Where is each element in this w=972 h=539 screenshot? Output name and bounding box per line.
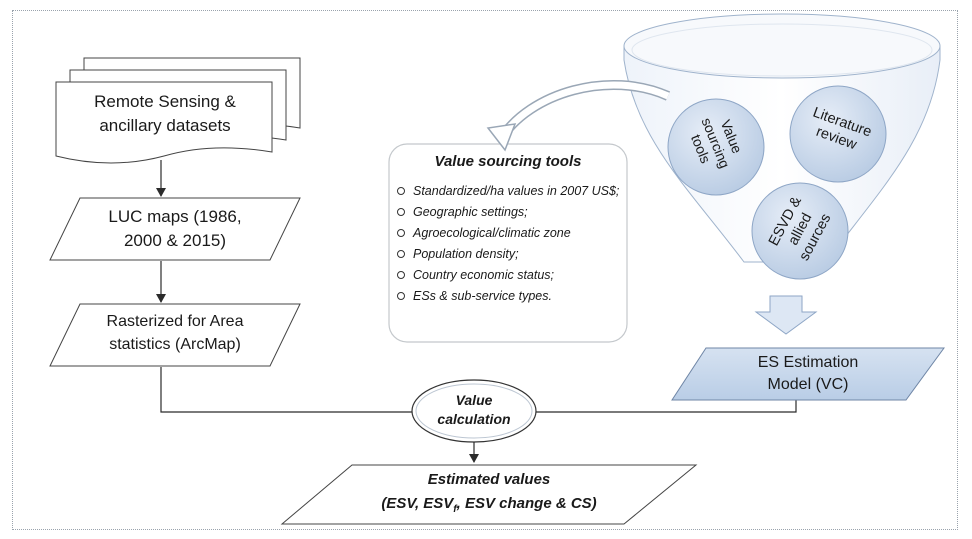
estimated-values-shape (280, 464, 698, 525)
esvd-circle (751, 182, 849, 280)
remote-sensing-line1: Remote Sensing & (94, 92, 236, 111)
es-model-line2: Model (VC) (767, 375, 849, 393)
remote-sensing-label: Remote Sensing & ancillary datasets (62, 92, 268, 136)
list-item-text: Geographic settings; (413, 205, 528, 219)
rasterized-shape (49, 303, 301, 367)
luc-maps-shape (49, 197, 301, 261)
es-model-shape (671, 347, 945, 401)
literature-review-circle (789, 85, 887, 183)
luc-maps-line2: 2000 & 2015) (123, 231, 227, 251)
es-model-line1: ES Estimation (757, 354, 859, 371)
estimated-values-line1: Estimated values (427, 471, 551, 488)
bullet-icon (397, 208, 405, 216)
list-item-text: Population density; (413, 247, 519, 261)
list-item: Standardized/ha values in 2007 US$; (394, 183, 620, 199)
diagram-border (12, 10, 958, 530)
rasterized-line1: Rasterized for Area (106, 313, 244, 330)
list-item: ESs & sub-service types. (394, 288, 620, 304)
luc-maps-line1: LUC maps (1986, (108, 207, 242, 226)
bullet-icon (397, 292, 405, 300)
value-sourcing-tools-list: Standardized/ha values in 2007 US$; Geog… (394, 183, 620, 309)
value-sourcing-circle (667, 98, 765, 196)
list-item-text: Agroecological/climatic zone (413, 226, 571, 240)
curved-arrow (486, 80, 671, 152)
value-calculation-label: Value calculation (420, 392, 528, 427)
list-item: Population density; (394, 246, 620, 262)
list-item-text: Country economic status; (413, 268, 555, 282)
rasterized-line2: statistics (ArcMap) (109, 335, 241, 353)
bullet-icon (397, 250, 405, 258)
funnel-down-arrow (754, 295, 818, 335)
value-calculation-line2: calculation (437, 410, 511, 427)
estimated-values-label: Estimated values (ESV, ESVf, ESV change … (330, 471, 648, 515)
bullet-icon (397, 229, 405, 237)
bullet-icon (397, 187, 405, 195)
list-item-text: ESs & sub-service types. (413, 289, 552, 303)
estimated-values-line2-pre: (ESV, ESV (381, 494, 454, 512)
rasterized-label: Rasterized for Area statistics (ArcMap) (68, 313, 282, 355)
value-calculation-line1: Value (455, 392, 493, 408)
funnel (623, 13, 941, 263)
remote-sensing-line2: ancillary datasets (99, 116, 231, 136)
value-sourcing-tools-title: Value sourcing tools (434, 153, 582, 170)
remote-sensing-document-stack (55, 57, 301, 164)
estimated-values-line2-post: , ESV change & CS) (456, 494, 597, 512)
list-item: Agroecological/climatic zone (394, 225, 620, 241)
list-item: Country economic status; (394, 267, 620, 283)
bullet-icon (397, 271, 405, 279)
list-item: Geographic settings; (394, 204, 620, 220)
es-model-label: ES Estimation Model (VC) (700, 354, 916, 395)
list-item-text: Standardized/ha values in 2007 US$; (413, 184, 620, 198)
estimated-values-line2: (ESV, ESVf, ESV change & CS) (330, 495, 648, 516)
luc-maps-label: LUC maps (1986, 2000 & 2015) (68, 207, 282, 251)
estimated-values-line2-sub: f (453, 503, 457, 515)
